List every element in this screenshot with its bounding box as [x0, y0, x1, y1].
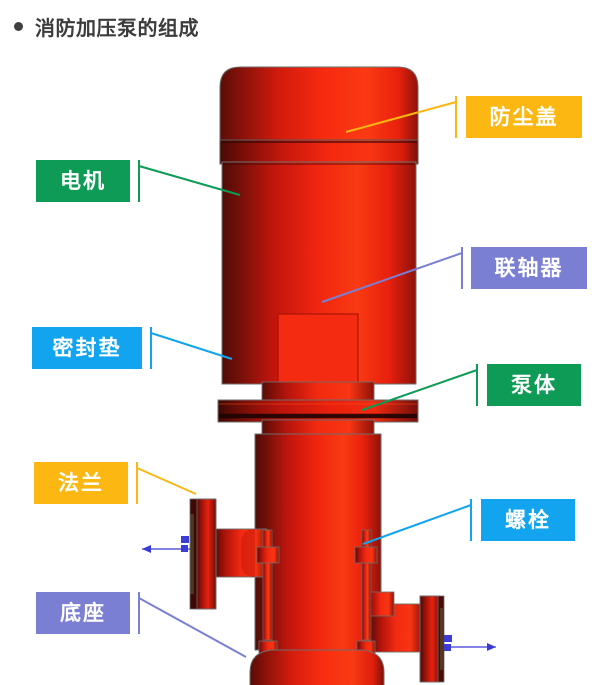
- pump-assembly: [189, 66, 445, 685]
- label-base[interactable]: 底座: [36, 592, 130, 634]
- leader-bolt: [362, 499, 472, 545]
- leader-sealing-gasket: [150, 327, 233, 369]
- label-coupling[interactable]: 联轴器: [471, 247, 587, 289]
- leader-motor: [138, 160, 241, 202]
- label-dust-cover[interactable]: 防尘盖: [466, 96, 582, 138]
- leader-coupling: [321, 247, 463, 303]
- page-title-row: 消防加压泵的组成: [0, 0, 616, 52]
- bullet-dot-icon: [14, 21, 23, 31]
- sealing-gasket-part: [217, 399, 419, 423]
- dust-cover-part: [219, 66, 419, 165]
- motor-neck-part: [261, 381, 375, 403]
- discharge-flange-dimension: [444, 635, 496, 651]
- suction-flange-dimension: [142, 536, 190, 553]
- page-title: 消防加压泵的组成: [35, 15, 199, 40]
- pump-diagram: [0, 52, 616, 685]
- pump-body-part: [254, 433, 382, 651]
- leader-base: [138, 592, 247, 658]
- label-pump-body[interactable]: 泵体: [487, 364, 581, 406]
- label-flange[interactable]: 法兰: [34, 462, 128, 504]
- label-bolt[interactable]: 螺栓: [481, 499, 575, 541]
- leader-lines: [136, 96, 478, 658]
- leader-pump-body: [361, 364, 478, 411]
- label-sealing-gasket[interactable]: 密封垫: [32, 327, 142, 369]
- label-motor[interactable]: 电机: [36, 160, 130, 202]
- base-part: [249, 649, 385, 685]
- leader-flange: [136, 462, 197, 504]
- suction-flange-part: [189, 498, 268, 610]
- coupling-part: [277, 313, 359, 391]
- leader-dust-cover: [345, 96, 457, 138]
